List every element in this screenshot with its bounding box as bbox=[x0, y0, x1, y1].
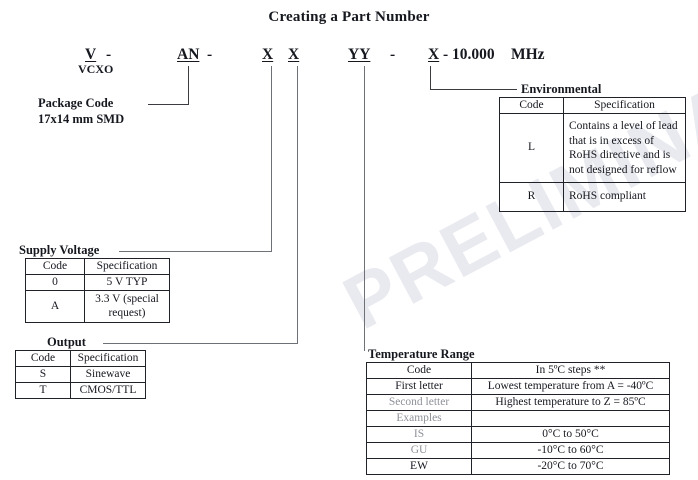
env-header-spec: Specification bbox=[563, 97, 686, 114]
pn-token-package: AN bbox=[177, 46, 200, 63]
tr-row5-spec: -10°C to 60°C bbox=[471, 442, 670, 459]
output-caption: Output bbox=[47, 335, 86, 349]
pn-token-freq: - 10.000 bbox=[443, 46, 495, 63]
out-header-code: Code bbox=[15, 350, 71, 367]
supply-voltage-caption: Supply Voltage bbox=[19, 243, 100, 257]
supply-voltage-table: Code Specification 0 5 V TYP A 3.3 V (sp… bbox=[25, 258, 170, 323]
pn-token-temp: YY bbox=[348, 46, 371, 63]
tr-row3-spec bbox=[471, 410, 670, 427]
tr-row6-code: EW bbox=[366, 458, 472, 475]
page-title: Creating a Part Number bbox=[268, 9, 430, 25]
pn-token-supply: X bbox=[262, 46, 274, 63]
pn-dash-2: - bbox=[207, 46, 213, 63]
sv-row1-code: A bbox=[25, 290, 85, 323]
leader-environmental-vertical bbox=[430, 66, 431, 89]
leader-supply-vertical bbox=[271, 66, 272, 251]
table-row: T CMOS/TTL bbox=[15, 382, 146, 399]
tr-row4-spec: 0°C to 50°C bbox=[471, 426, 670, 443]
sv-row0-code: 0 bbox=[25, 274, 85, 291]
pn-token-env: X bbox=[428, 46, 440, 63]
tr-row0-spec: In 5ºC steps ** bbox=[471, 362, 670, 379]
pn-dash-3: - bbox=[390, 46, 396, 63]
leader-output-horizontal bbox=[103, 343, 298, 344]
out-row0-code: S bbox=[15, 366, 71, 383]
leader-package-vertical bbox=[188, 66, 189, 105]
table-header-row: Code Specification bbox=[499, 97, 686, 114]
table-row: R RoHS compliant bbox=[499, 182, 686, 212]
out-row1-code: T bbox=[15, 382, 71, 399]
temperature-range-table: Code In 5ºC steps ** First letter Lowest… bbox=[366, 362, 670, 475]
tr-row1-code: First letter bbox=[366, 378, 472, 395]
tr-row1-spec: Lowest temperature from A = -40ºC bbox=[471, 378, 670, 395]
table-header-row: Code Specification bbox=[25, 258, 170, 275]
table-row: S Sinewave bbox=[15, 366, 146, 383]
temperature-range-caption: Temperature Range bbox=[368, 347, 475, 361]
table-row: A 3.3 V (special request) bbox=[25, 290, 170, 323]
tr-row3-code: Examples bbox=[366, 410, 472, 427]
pn-dash-1: - bbox=[106, 46, 112, 63]
env-row0-spec: Contains a level of lead that is in exce… bbox=[563, 113, 686, 183]
sv-header-spec: Specification bbox=[84, 258, 170, 275]
leader-supply-horizontal bbox=[119, 251, 272, 252]
tr-row2-spec: Highest temperature to Z = 85ºC bbox=[471, 394, 670, 411]
env-row0-code: L bbox=[499, 113, 564, 183]
table-row: EW -20°C to 70°C bbox=[366, 458, 670, 475]
environmental-caption: Environmental bbox=[521, 82, 602, 96]
env-row1-spec: RoHS compliant bbox=[563, 182, 686, 212]
tr-row4-code: IS bbox=[366, 426, 472, 443]
package-code-caption-line1: Package Code bbox=[38, 96, 114, 110]
pn-token-output: X bbox=[288, 46, 300, 63]
environmental-table: Code Specification L Contains a level of… bbox=[499, 97, 686, 212]
env-header-code: Code bbox=[499, 97, 564, 114]
sv-row1-spec: 3.3 V (special request) bbox=[84, 290, 170, 323]
out-row0-spec: Sinewave bbox=[70, 366, 146, 383]
leader-package-horizontal bbox=[148, 104, 189, 105]
package-code-caption-line2: 17x14 mm SMD bbox=[38, 112, 125, 126]
out-row1-spec: CMOS/TTL bbox=[70, 382, 146, 399]
table-row: Second letter Highest temperature to Z =… bbox=[366, 394, 670, 411]
leader-temperature-vertical bbox=[364, 66, 365, 351]
tr-row5-code: GU bbox=[366, 442, 472, 459]
env-row1-code: R bbox=[499, 182, 564, 212]
table-row: 0 5 V TYP bbox=[25, 274, 170, 291]
table-row: Code In 5ºC steps ** bbox=[366, 362, 670, 379]
table-row: Examples bbox=[366, 410, 670, 427]
sv-row0-spec: 5 V TYP bbox=[84, 274, 170, 291]
table-row: GU -10°C to 60°C bbox=[366, 442, 670, 459]
tr-row0-code: Code bbox=[366, 362, 472, 379]
pn-token-unit: MHz bbox=[511, 46, 545, 63]
tr-row6-spec: -20°C to 70°C bbox=[471, 458, 670, 475]
output-table: Code Specification S Sinewave T CMOS/TTL bbox=[15, 350, 146, 399]
out-header-spec: Specification bbox=[70, 350, 146, 367]
table-row: First letter Lowest temperature from A =… bbox=[366, 378, 670, 395]
table-row: IS 0°C to 50°C bbox=[366, 426, 670, 443]
sv-header-code: Code bbox=[25, 258, 85, 275]
leader-output-vertical bbox=[297, 66, 298, 343]
table-header-row: Code Specification bbox=[15, 350, 146, 367]
table-row: L Contains a level of lead that is in ex… bbox=[499, 113, 686, 183]
tr-row2-code: Second letter bbox=[366, 394, 472, 411]
leader-environmental-horizontal bbox=[430, 89, 517, 90]
pn-token-vcxo: V bbox=[85, 46, 97, 63]
pn-vcxo-sublabel: VCXO bbox=[78, 62, 114, 76]
